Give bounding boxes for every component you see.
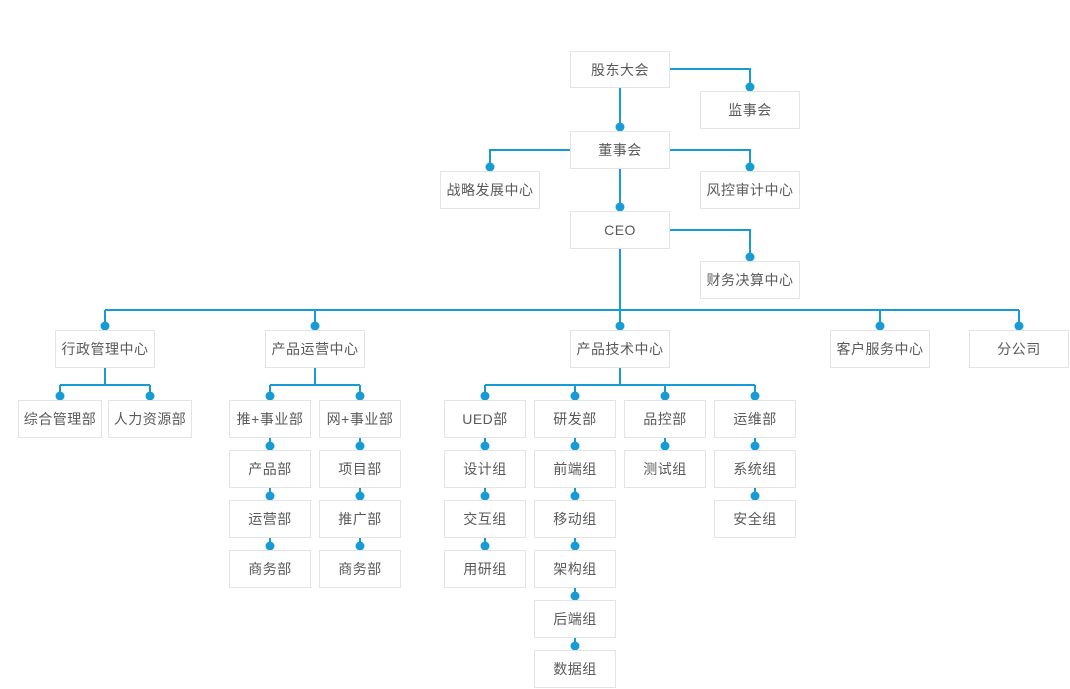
connector-line: [670, 149, 751, 167]
org-node-yunying-bu: 运营部: [229, 500, 311, 538]
org-node-kehu-fuwu: 客户服务中心: [830, 330, 930, 368]
org-node-fengongsi: 分公司: [969, 330, 1069, 368]
org-node-pinkong-bu: 品控部: [624, 400, 706, 438]
org-node-yidong-zu: 移动组: [534, 500, 616, 538]
connector-line: [670, 229, 751, 257]
org-node-qianduan-zu: 前端组: [534, 450, 616, 488]
org-node-tuiguang-bu: 推广部: [319, 500, 401, 538]
org-node-wang-shiyebu: 网+事业部: [319, 400, 401, 438]
org-node-sheji-zu: 设计组: [444, 450, 526, 488]
org-node-shangwu-bu-2: 商务部: [319, 550, 401, 588]
org-node-chanpin-yunying: 产品运营中心: [265, 330, 365, 368]
org-node-fengkong-shenji: 风控审计中心: [700, 171, 800, 209]
org-node-chanpin-bu: 产品部: [229, 450, 311, 488]
org-node-gudong-dahui: 股东大会: [570, 51, 670, 88]
org-node-yanfa-bu: 研发部: [534, 400, 616, 438]
org-node-shangwu-bu-1: 商务部: [229, 550, 311, 588]
org-node-zhanlue-fazhan: 战略发展中心: [440, 171, 540, 209]
org-node-houduan-zu: 后端组: [534, 600, 616, 638]
org-node-jiagou-zu: 架构组: [534, 550, 616, 588]
connector-line: [489, 149, 570, 167]
org-node-shuju-zu: 数据组: [534, 650, 616, 688]
org-node-xiangmu-bu: 项目部: [319, 450, 401, 488]
org-node-ceo: CEO: [570, 211, 670, 249]
org-node-ceshi-zu: 测试组: [624, 450, 706, 488]
connector-line: [670, 68, 751, 87]
org-node-jiaohu-zu: 交互组: [444, 500, 526, 538]
org-node-caiwu-juesuan: 财务决算中心: [700, 261, 800, 299]
org-node-xitong-zu: 系统组: [714, 450, 796, 488]
org-node-anquan-zu: 安全组: [714, 500, 796, 538]
org-node-tui-shiyebu: 推+事业部: [229, 400, 311, 438]
org-node-yongyan-zu: 用研组: [444, 550, 526, 588]
org-node-zonghe-guanli: 综合管理部: [18, 400, 102, 438]
org-node-renli-ziyuan: 人力资源部: [108, 400, 192, 438]
org-node-jianshihui: 监事会: [700, 91, 800, 129]
org-node-yunwei-bu: 运维部: [714, 400, 796, 438]
org-node-xingzheng-guanli: 行政管理中心: [55, 330, 155, 368]
org-node-chanpin-jishu: 产品技术中心: [570, 330, 670, 368]
org-node-ued-bu: UED部: [444, 400, 526, 438]
org-node-dongshihui: 董事会: [570, 131, 670, 169]
